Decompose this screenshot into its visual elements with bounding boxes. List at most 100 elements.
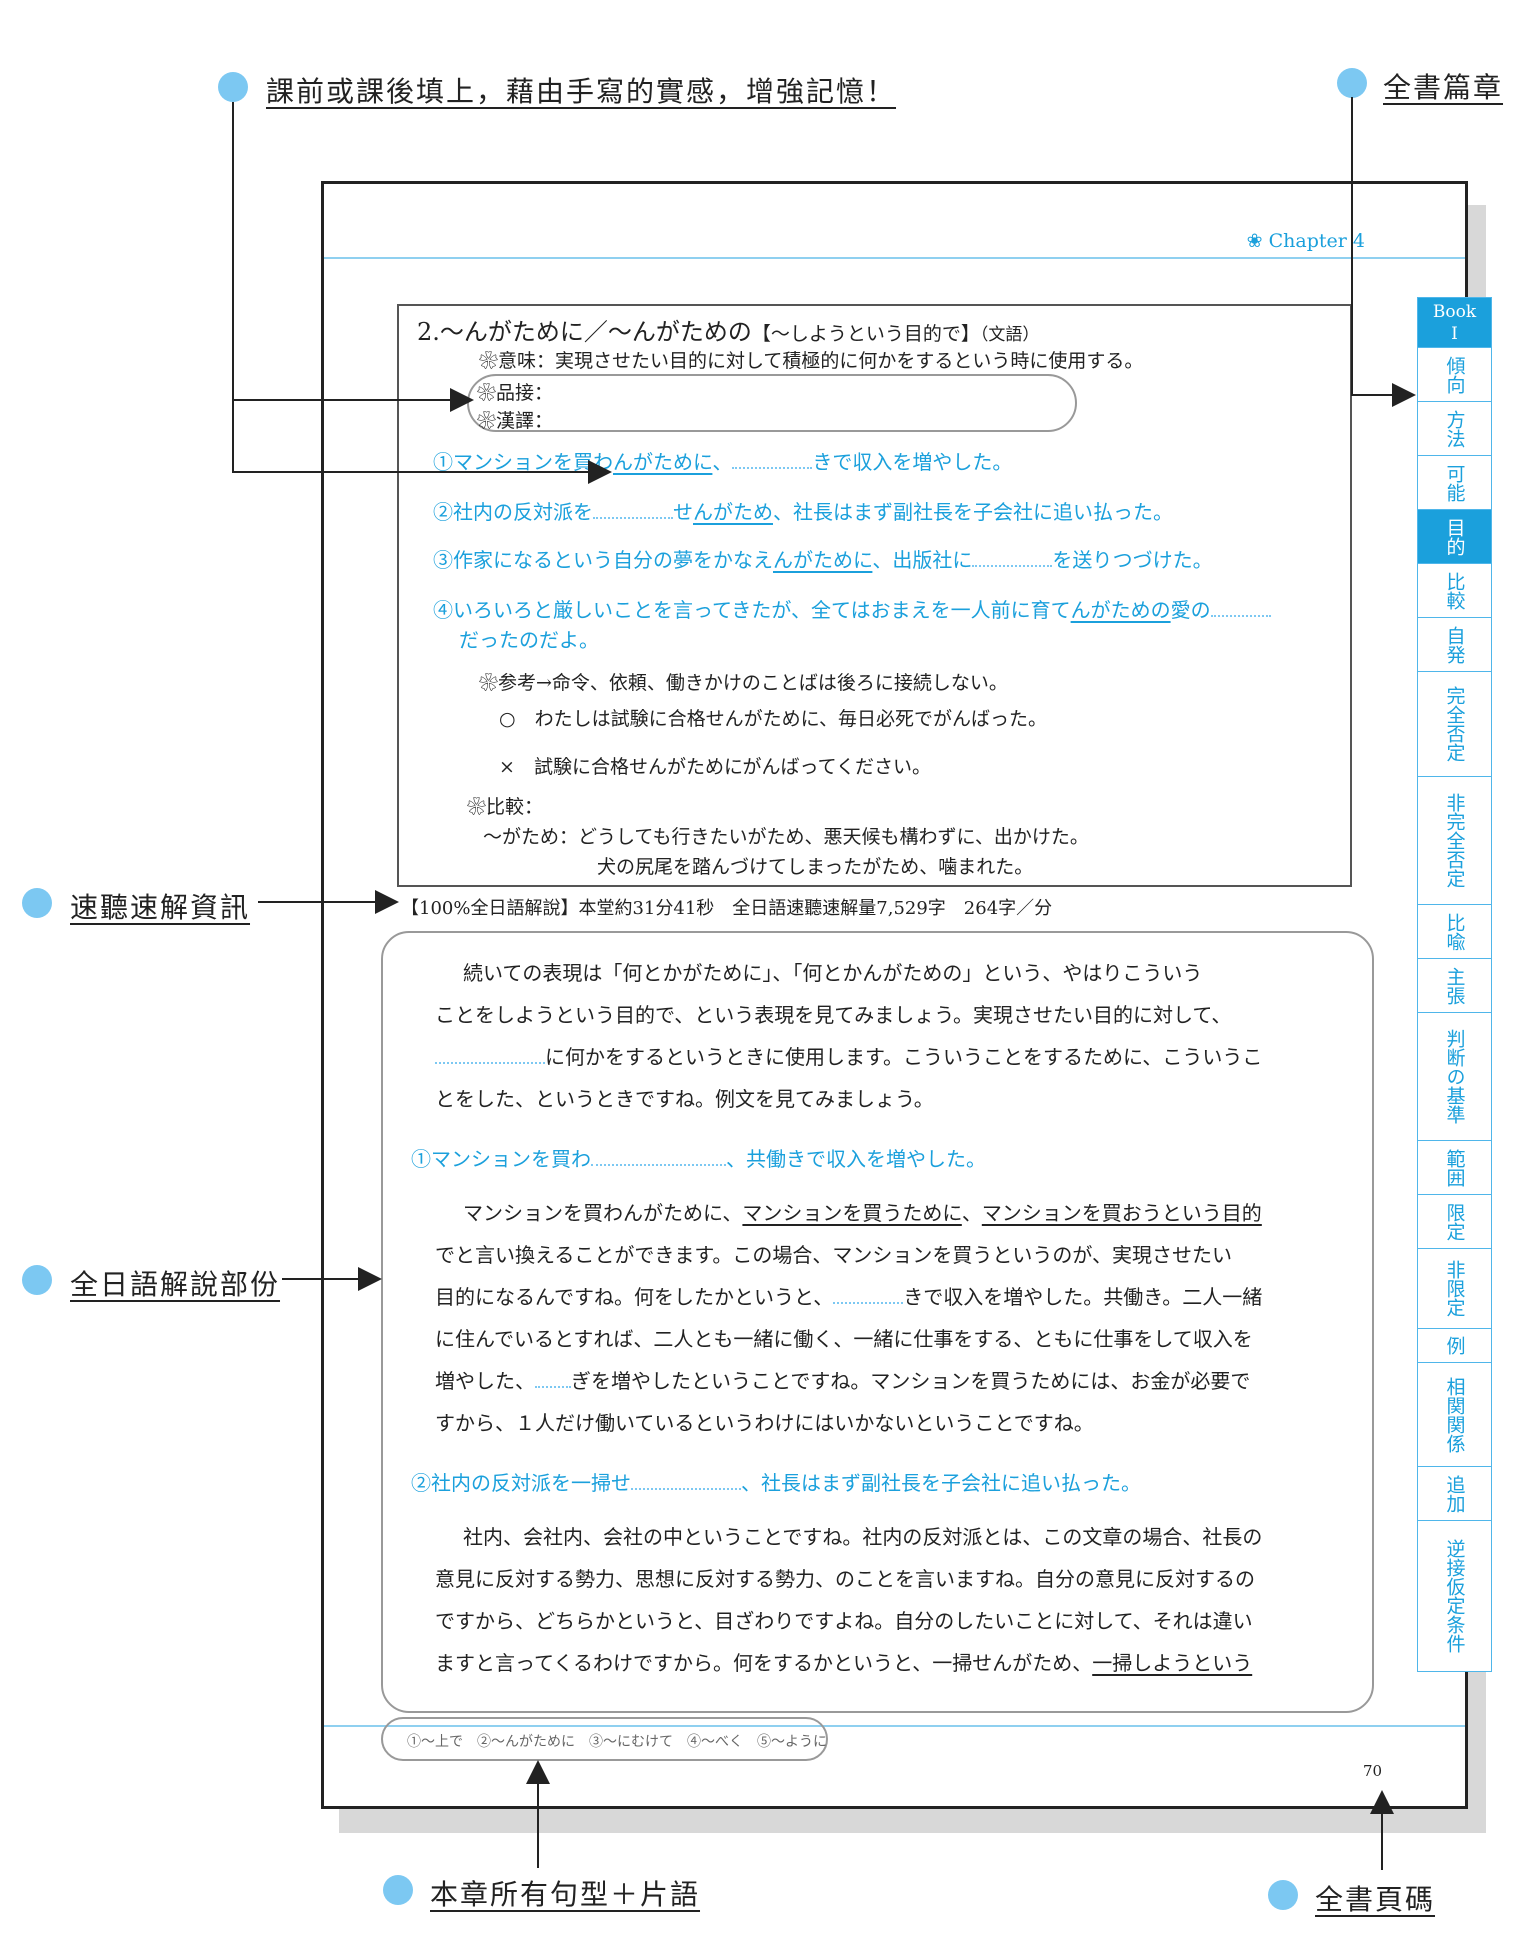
fill-in-box[interactable]: ❀品接： ❀漢譯： xyxy=(467,374,1077,432)
tab-limitation[interactable]: 限定 xyxy=(1418,1195,1491,1249)
explanation-example-2: ②社内の反対派を一掃せ、社長はまず副社長を子会社に追い払った。 xyxy=(411,1467,1141,1496)
ex3-pattern: んがために xyxy=(773,548,873,572)
pattern-list: ①～上で ②～んがために ③～にむけて ④～べく ⑤～ように xyxy=(407,1734,827,1750)
tab-range[interactable]: 範囲 xyxy=(1418,1141,1491,1195)
explanation-text: に何かをするというときに使用します。こういうことをするために、こういうこ xyxy=(545,1045,1263,1069)
tab-label: 方法 xyxy=(1443,409,1466,448)
ex1-blank[interactable] xyxy=(591,1164,726,1166)
ex1-text-a: ①マンションを買わ xyxy=(433,450,613,474)
underlined-phrase: 一掃しようという xyxy=(1092,1651,1253,1675)
tab-label: 比較 xyxy=(1443,571,1466,610)
incorrect-mark-icon: × xyxy=(499,756,515,778)
ex2-blank[interactable] xyxy=(593,517,673,519)
explanation-line: に住んでいるとすれば、二人とも一緒に働く、一緒に仕事をする、ともに仕事をして収入… xyxy=(435,1327,1253,1351)
callout-dot-icon xyxy=(1337,68,1367,98)
compare-label: ❀比較： xyxy=(467,796,544,818)
explanation-text: ぎを増やしたということですね。マンションを買うためには、お金が必要で xyxy=(571,1369,1251,1393)
callout-page-number: 全書頁碼 xyxy=(1315,1883,1436,1916)
tab-assertion[interactable]: 主張 xyxy=(1418,959,1491,1013)
tab-label: 追加 xyxy=(1443,1474,1466,1513)
tab-label: 完全否定 xyxy=(1443,686,1466,762)
callout-listening-info: 速聽速解資訊 xyxy=(70,891,251,924)
tab-purpose[interactable]: 目的 xyxy=(1418,510,1491,564)
callout-dot-icon xyxy=(1268,1880,1298,1910)
pattern-list-box: ①～上で ②～んがために ③～にむけて ④～べく ⑤～ように xyxy=(381,1717,828,1761)
book-number: I xyxy=(1451,323,1458,344)
explanation-example-1: ①マンションを買わ 、共働きで収入を増やした。 xyxy=(411,1143,986,1172)
ex4-blank[interactable] xyxy=(1210,615,1271,617)
ex2-pattern: んがため xyxy=(693,500,773,524)
callout-handwriting: 課前或課後填上，藉由手寫的實感，增強記憶！ xyxy=(266,75,897,108)
tab-method[interactable]: 方法 xyxy=(1418,402,1491,456)
book-label: Book xyxy=(1432,301,1477,322)
callout-dot-icon xyxy=(383,1875,413,1905)
ex4-text-a: ④いろいろと厳しいことを言ってきたが、全てはおまえを一人前に育て xyxy=(433,598,1071,622)
ex4-pattern: んがための xyxy=(1070,598,1171,622)
tab-label: 可能 xyxy=(1443,463,1466,502)
tab-possibility[interactable]: 可能 xyxy=(1418,456,1491,510)
footer-rule xyxy=(324,1725,1465,1727)
ex3-blank[interactable] xyxy=(972,565,1053,567)
explanation-text: きで収入を増やした。共働き。二人一緒 xyxy=(903,1285,1263,1309)
ex2-text-c: 、社長はまず副社長を子会社に追い払った。 xyxy=(773,500,1173,524)
header-rule xyxy=(324,257,1465,259)
explanation-line: に何かをするというときに使用します。こういうことをするために、こういうこ xyxy=(435,1041,1262,1070)
grammar-meaning: ❀意味：実現させたい目的に対して積極的に何かをするという時に使用する。 xyxy=(479,350,1144,372)
grammar-gloss: 【～しようという目的で】 xyxy=(751,323,980,345)
explanation-line: 社内、会社内、会社の中ということですね。社内の反対派とは、この文章の場合、社長の xyxy=(463,1525,1263,1549)
explanation-box: 続いての表現は「何とかがために」、「何とかんがための」という、やはりこういう こ… xyxy=(381,931,1374,1713)
ex2-blank[interactable] xyxy=(631,1488,741,1490)
tab-label: 例 xyxy=(1443,1336,1466,1355)
tab-correlation[interactable]: 相関関係 xyxy=(1418,1363,1491,1467)
ex1-text-b: きで収入を増やした。 xyxy=(812,450,1013,474)
tab-label: 非限定 xyxy=(1443,1260,1466,1317)
ex1-text-a: ①マンションを買わ xyxy=(411,1147,591,1171)
explanation-line: でと言い換えることができます。この場合、マンションを買うというのが、実現させたい xyxy=(435,1243,1232,1267)
explanation-line: ことをしようという目的で、という表現を見てみましょう。実現させたい目的に対して、 xyxy=(435,1003,1232,1027)
tab-full-negation[interactable]: 完全否定 xyxy=(1418,672,1491,777)
ex1-comma: 、 xyxy=(712,450,733,474)
connect-label: ❀品接： xyxy=(477,382,554,404)
tab-spontaneous[interactable]: 自発 xyxy=(1418,618,1491,672)
tab-tendency[interactable]: 傾向 xyxy=(1418,348,1491,402)
tab-label: 相関関係 xyxy=(1443,1376,1466,1453)
blank-slot[interactable] xyxy=(435,1062,545,1064)
tab-label: 主張 xyxy=(1443,966,1466,1005)
tab-non-limitation[interactable]: 非限定 xyxy=(1418,1249,1491,1329)
callout-japanese-explanation: 全日語解說部份 xyxy=(70,1268,281,1301)
underlined-phrase: マンションを買おうという目的 xyxy=(981,1201,1262,1225)
tab-label: 傾向 xyxy=(1443,355,1466,394)
explanation-line: 増やした、ぎを増やしたということですね。マンションを買うためには、お金が必要で xyxy=(435,1365,1250,1394)
ex1-pattern: んがために xyxy=(613,450,713,474)
explanation-text: 目的になるんですね。何をしたかというと、 xyxy=(435,1285,834,1309)
ex3-text-a: ③作家になるという自分の夢をかなえ xyxy=(433,548,773,572)
explanation-text: ますと言ってくるわけですから。何をするかというと、一掃せんがため、 xyxy=(435,1651,1093,1675)
ex1-blank[interactable] xyxy=(732,467,813,469)
tab-addition[interactable]: 追加 xyxy=(1418,1467,1491,1521)
tab-metaphor[interactable]: 比喩 xyxy=(1418,905,1491,959)
explanation-line: 意見に反対する勢力、思想に反対する勢力、のことを言いますね。自分の意見に反対する… xyxy=(435,1567,1255,1591)
ex2-text-b: せ xyxy=(673,500,693,524)
usage-note: ❀参考→命令、依頼、働きかけのことばは後ろに接続しない。 xyxy=(479,672,1008,694)
ex2-text-a: ②社内の反対派を xyxy=(433,500,593,524)
ex3-text-b: 、出版社に xyxy=(872,548,973,572)
tab-concessive-condition[interactable]: 逆接仮定条件 xyxy=(1418,1521,1491,1671)
correct-mark-icon: ○ xyxy=(499,708,516,730)
tab-comparison[interactable]: 比較 xyxy=(1418,564,1491,618)
book-page: ❀ Chapter 4 2.～んがために／～んがための【～しようという目的で】（… xyxy=(321,181,1492,1809)
underlined-phrase: マンションを買うために xyxy=(742,1201,962,1225)
callout-patterns: 本章所有句型＋片語 xyxy=(430,1878,701,1911)
ex1-text-b: 、共働きで収入を増やした。 xyxy=(726,1147,986,1171)
tab-label: 逆接仮定条件 xyxy=(1443,1539,1466,1653)
tab-example[interactable]: 例 xyxy=(1418,1329,1491,1363)
incorrect-example: × 試験に合格せんがためにがんばってください。 xyxy=(499,752,931,779)
blank-slot[interactable] xyxy=(535,1386,571,1388)
tab-partial-negation[interactable]: 非完全否定 xyxy=(1418,777,1491,905)
blank-slot[interactable] xyxy=(833,1302,904,1304)
chapter-label: ❀ Chapter 4 xyxy=(1246,230,1365,252)
example-2: ②社内の反対派を せんがため、社長はまず副社長を子会社に追い払った。 xyxy=(433,496,1173,525)
tab-judgment-basis[interactable]: 判断の基準 xyxy=(1418,1013,1491,1141)
arrow-to-tabs xyxy=(1351,97,1416,407)
